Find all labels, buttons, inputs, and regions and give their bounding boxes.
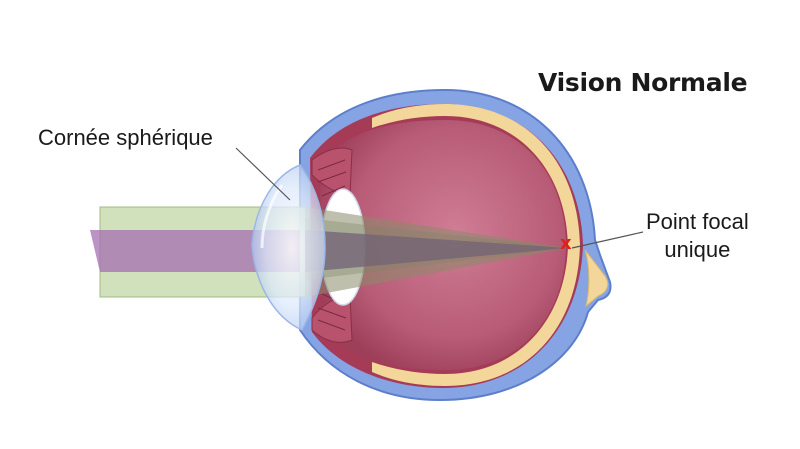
- focal-point-label: Point focal unique: [646, 208, 749, 264]
- focal-label-line1: Point focal: [646, 209, 749, 234]
- cornea-leader-line: [235, 147, 291, 201]
- focal-label-line2: unique: [664, 237, 731, 262]
- focal-point-marker: x: [560, 233, 572, 254]
- cornea-label: Cornée sphérique: [38, 125, 213, 150]
- cornea: [251, 164, 326, 331]
- iris-ciliary: [311, 147, 353, 343]
- focal-leader-line: [571, 231, 644, 249]
- diagram-title: Vision Normale: [538, 68, 748, 97]
- leader-lines: [235, 147, 644, 249]
- purple-light-beam: [90, 230, 300, 272]
- optic-nerve: [584, 249, 609, 308]
- converging-rays: [305, 207, 568, 297]
